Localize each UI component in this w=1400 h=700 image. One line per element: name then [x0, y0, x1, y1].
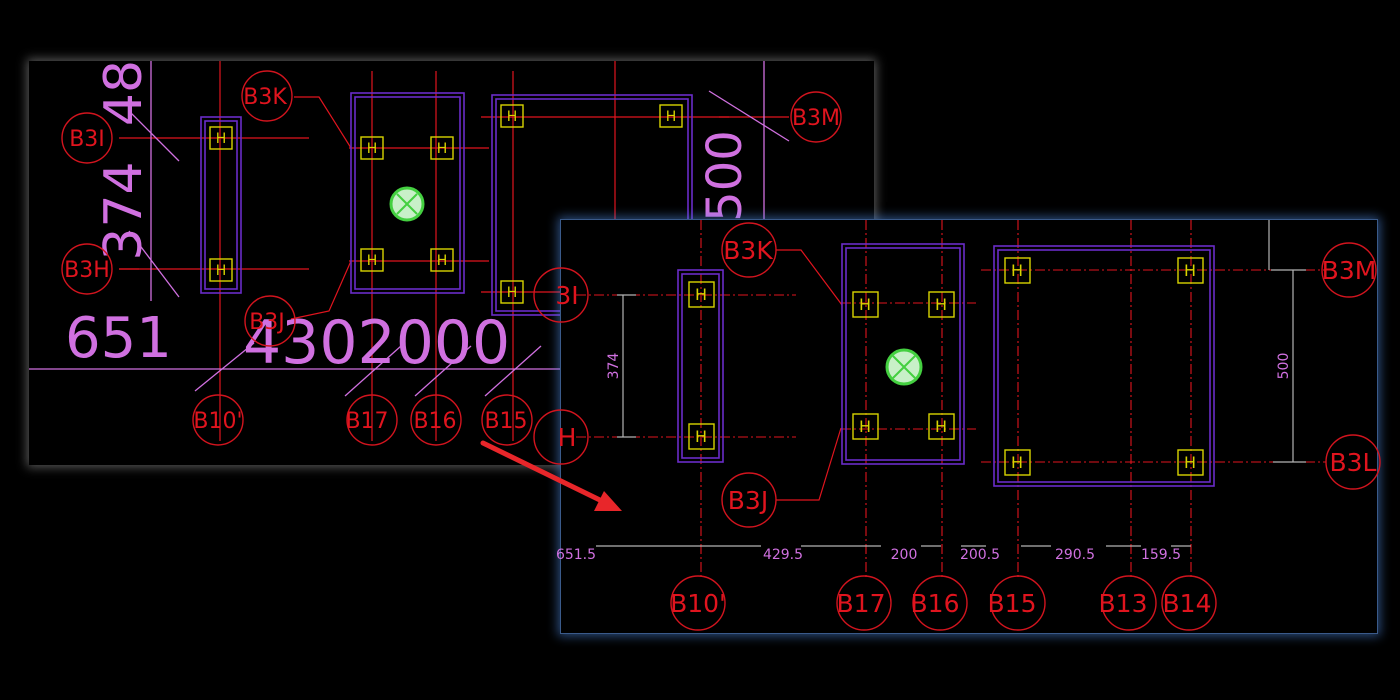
- bubble-b15: B15: [988, 589, 1037, 618]
- svg-text:H: H: [859, 417, 871, 436]
- svg-text:H: H: [507, 109, 518, 125]
- column-h-icon: H H H H H H H H H H: [688, 257, 1204, 476]
- svg-text:H: H: [859, 295, 871, 314]
- green-cross-marker-icon: [389, 186, 425, 222]
- green-cross-marker-icon: [885, 348, 923, 386]
- bubble-b16: B16: [911, 589, 960, 618]
- bubble-b3h: H: [558, 423, 577, 452]
- before-dim-500: 500: [697, 130, 753, 222]
- bubble-b3m: B3M: [1322, 256, 1377, 285]
- svg-text:H: H: [507, 285, 518, 301]
- after-view-panel: 374 500 651.5 429.5 200 200.5 290.5 159.…: [533, 219, 1381, 634]
- svg-text:H: H: [1184, 453, 1196, 472]
- after-dim-200-5: 200.5: [960, 547, 1000, 563]
- bubble-b3i: B3I: [69, 127, 105, 152]
- grid-bubbles: [533, 222, 1381, 631]
- svg-text:H: H: [1184, 261, 1196, 280]
- bubble-b10p: B10': [193, 409, 242, 434]
- bubble-b3k: B3K: [723, 236, 773, 265]
- svg-text:H: H: [216, 131, 227, 147]
- bubble-b16: B16: [413, 409, 456, 434]
- bubble-b3k: B3K: [243, 85, 287, 110]
- after-dim-290-5: 290.5: [1055, 547, 1095, 563]
- after-dim-500: 500: [1276, 353, 1292, 380]
- svg-text:H: H: [1011, 453, 1023, 472]
- bubble-b3j: B3J: [728, 486, 768, 515]
- svg-text:H: H: [935, 417, 947, 436]
- before-dim-4302000: 4302000: [243, 308, 510, 378]
- before-dim-651: 651: [65, 306, 172, 371]
- bubble-b17: B17: [837, 589, 886, 618]
- footings: [677, 243, 1215, 487]
- after-dim-429-5: 429.5: [763, 547, 803, 563]
- svg-text:H: H: [695, 427, 707, 446]
- bubble-b17: B17: [345, 409, 388, 434]
- bubble-b14: B14: [1163, 589, 1212, 618]
- bubble-b13: B13: [1099, 589, 1148, 618]
- svg-text:H: H: [437, 141, 448, 157]
- after-dim-374: 374: [606, 353, 622, 380]
- svg-text:H: H: [437, 253, 448, 269]
- after-dim-159-5: 159.5: [1141, 547, 1181, 563]
- before-dim-48: 48: [94, 60, 154, 126]
- bubble-b3m: B3M: [792, 106, 840, 131]
- svg-text:H: H: [216, 263, 227, 279]
- svg-text:H: H: [666, 109, 677, 125]
- bubble-b3i: 3I: [555, 281, 578, 310]
- after-dim-200: 200: [891, 547, 918, 563]
- svg-text:H: H: [367, 253, 378, 269]
- svg-text:H: H: [935, 295, 947, 314]
- leaders: [776, 249, 843, 501]
- bubble-b10p: B10': [670, 589, 726, 618]
- bubble-b3h: B3H: [64, 258, 110, 283]
- svg-text:H: H: [1011, 261, 1023, 280]
- grid-bubbles: [61, 70, 842, 446]
- bubble-b3l: B3L: [1330, 448, 1377, 477]
- dimension-lines: [596, 220, 1306, 547]
- svg-text:H: H: [695, 285, 707, 304]
- after-dim-651-5: 651.5: [556, 547, 596, 563]
- bubble-b15: B15: [484, 409, 527, 434]
- svg-text:H: H: [367, 141, 378, 157]
- bubble-b3j: B3J: [249, 310, 285, 335]
- column-h-icon: H H H H H H H H H: [209, 104, 683, 304]
- before-drawing: H H H H H H H H H 374 48 651 4302000 500: [29, 60, 874, 446]
- before-dim-374: 374: [94, 161, 154, 260]
- after-drawing: 374 500 651.5 429.5 200 200.5 290.5 159.…: [533, 220, 1381, 631]
